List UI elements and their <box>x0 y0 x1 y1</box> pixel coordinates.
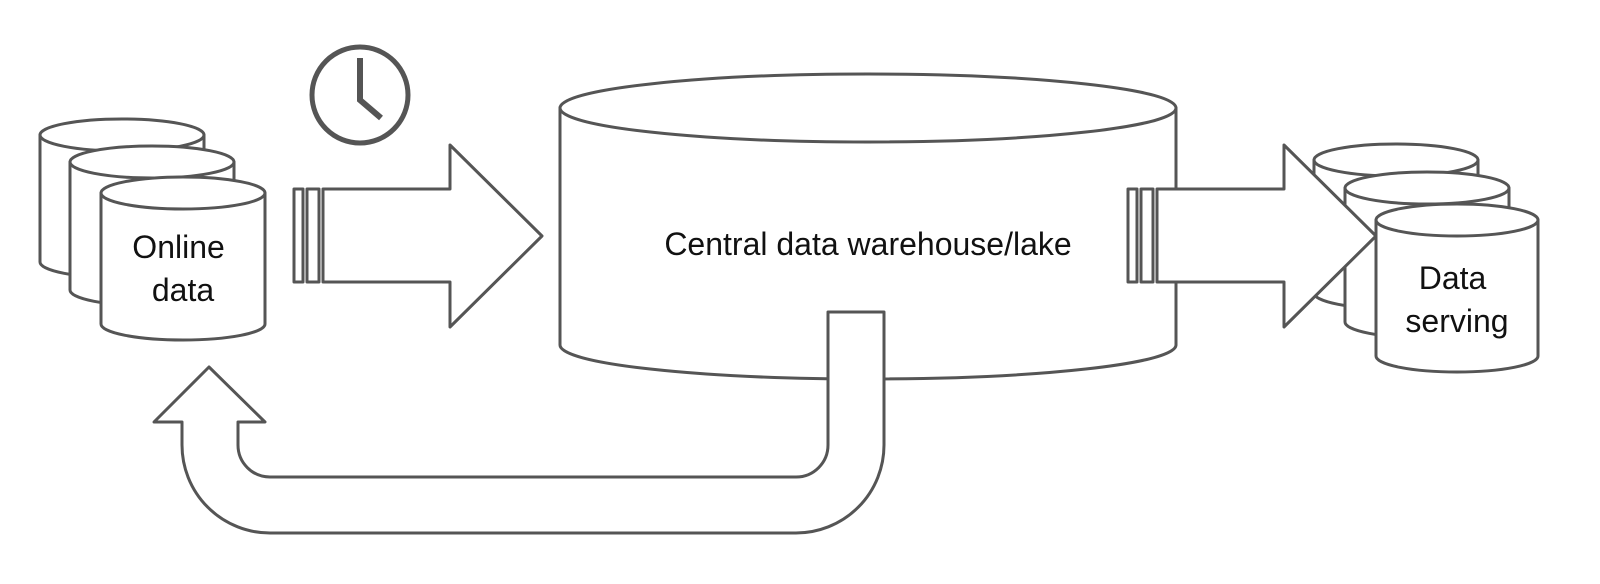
warehouse-label: Central data warehouse/lake <box>664 226 1071 262</box>
serving-marker-bar-2 <box>1139 187 1155 284</box>
data-serving-label-line1: Data <box>1419 260 1487 296</box>
feedback-arrow <box>152 310 886 535</box>
online-data-label-line1: Online <box>132 229 225 265</box>
serving-export-arrow <box>1126 143 1378 329</box>
online-data-cylinder-stack: Online data <box>38 117 267 342</box>
clock-icon <box>309 44 411 146</box>
data-serving-cylinder-front: Data serving <box>1374 202 1540 374</box>
online-data-label: Online data <box>132 229 233 308</box>
online-data-label-line2: data <box>152 272 214 308</box>
serving-marker-bar-1 <box>1126 187 1139 284</box>
batch-ingest-arrow <box>292 143 544 329</box>
data-serving-label-line2: serving <box>1405 303 1508 339</box>
batch-marker-bar-1 <box>292 187 305 284</box>
feedback-arrow-body <box>152 310 886 535</box>
data-serving-label: Data serving <box>1405 260 1508 339</box>
batch-marker-bar-2 <box>305 187 321 284</box>
ingest-arrow-body <box>321 143 544 329</box>
online-data-cylinder-front <box>99 175 267 342</box>
central-warehouse-cylinder: Central data warehouse/lake <box>558 72 1178 381</box>
serving-arrow-body <box>1155 143 1378 329</box>
